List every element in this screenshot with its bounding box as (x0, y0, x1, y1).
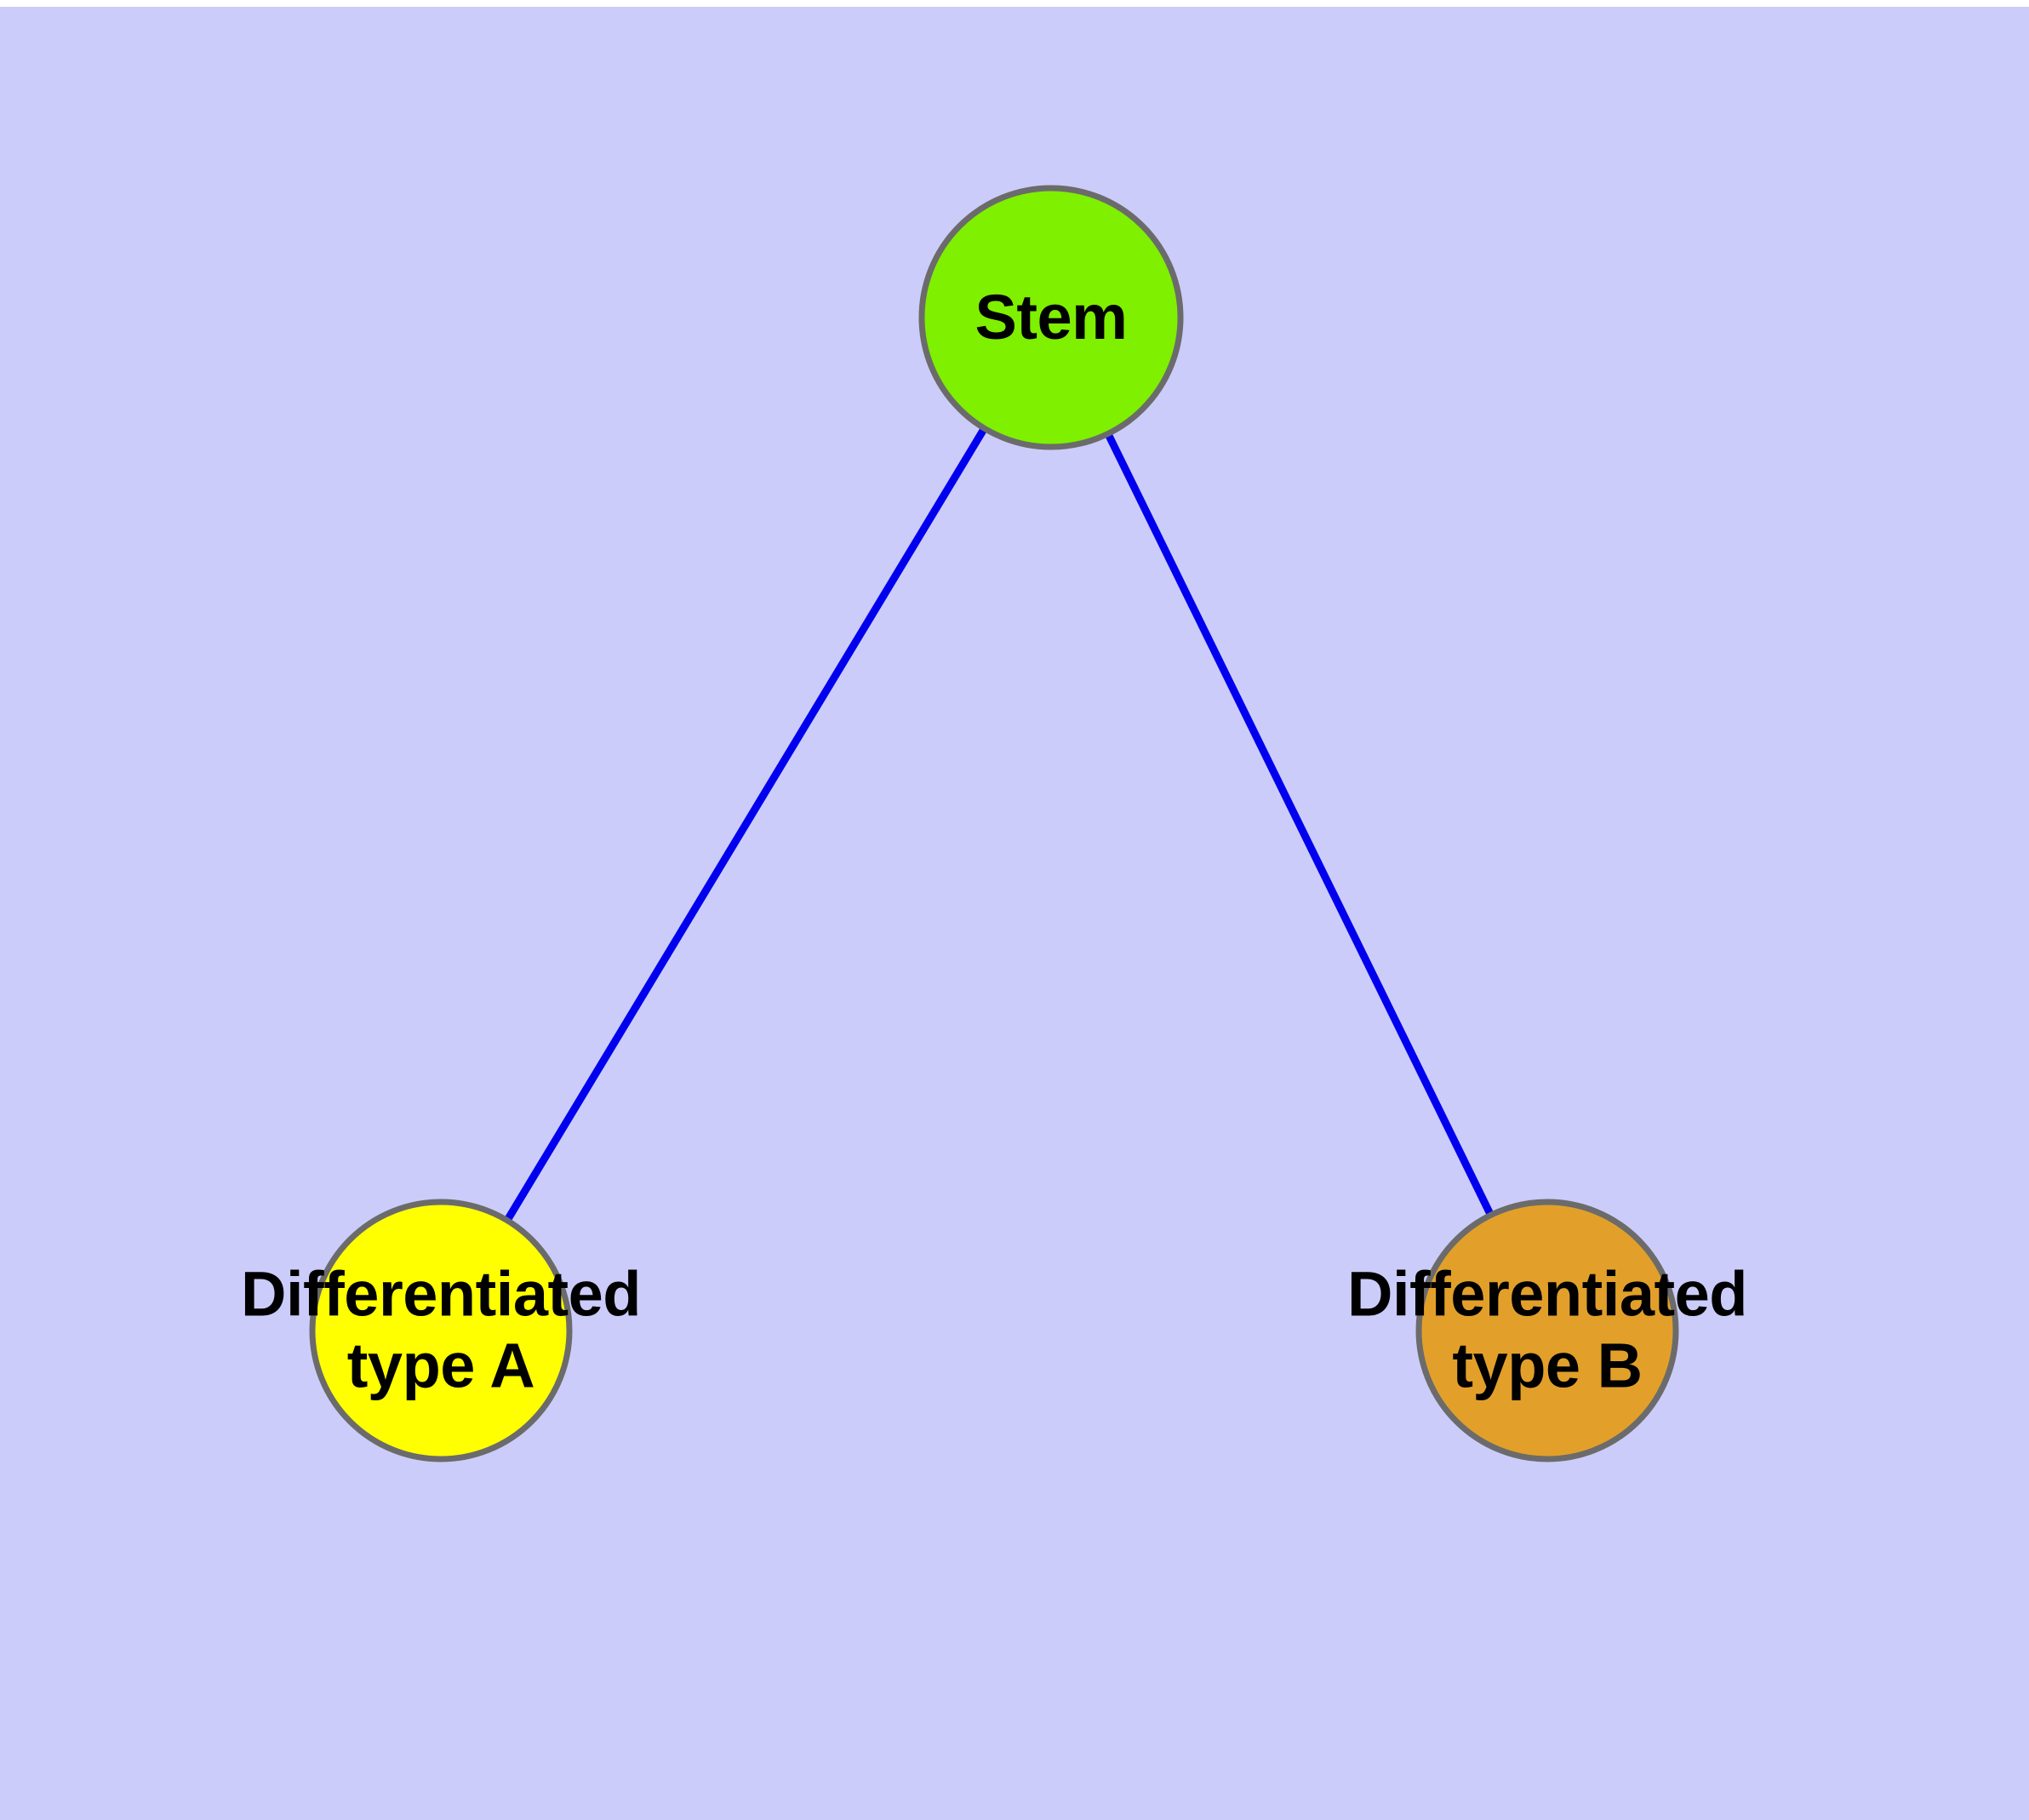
graph-node-stem[interactable] (918, 185, 1184, 450)
graph-node-diff-b[interactable] (1415, 1199, 1679, 1462)
edge-layer (505, 427, 1494, 1222)
node-layer (309, 185, 1679, 1462)
graph-edge-stem-to-diff-a[interactable] (505, 427, 987, 1222)
graph-node-diff-a[interactable] (309, 1199, 573, 1462)
graph-edge-stem-to-diff-b[interactable] (1105, 433, 1494, 1216)
